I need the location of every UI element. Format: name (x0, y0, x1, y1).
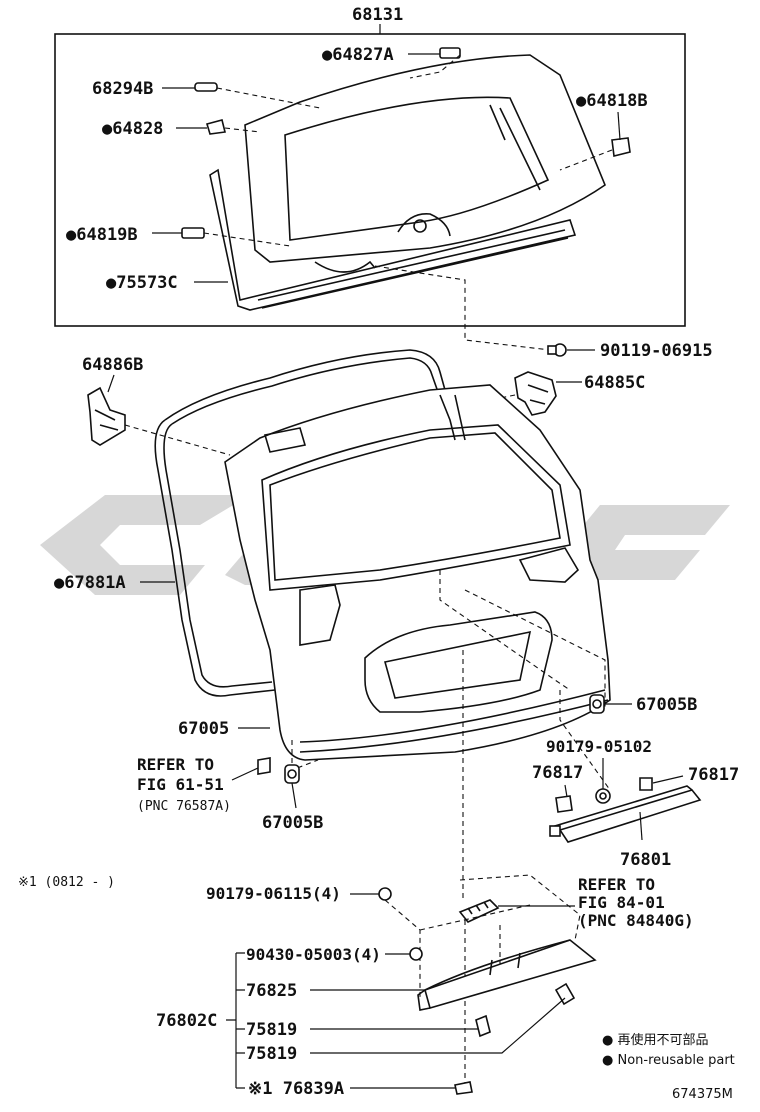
bolt-90119-06915 (547, 343, 567, 357)
glass-lower-strip (257, 229, 569, 309)
stopper-67005B-right (589, 694, 605, 714)
refer-61-51-line1: REFER TO (137, 755, 214, 774)
label-64886B: 64886B (82, 355, 143, 375)
label-76801: 76801 (620, 850, 671, 870)
label-90179-06115: 90179-06115(4) (206, 884, 341, 903)
clip-75819-a (475, 1014, 491, 1038)
label-67005B-left: 67005B (262, 813, 323, 833)
clip-76817-right (639, 777, 653, 791)
label-67881A: ●67881A (54, 573, 126, 593)
note-date-range: ※1 (0812 - ) (18, 875, 115, 890)
clip-64819B (181, 227, 205, 239)
grommet-90179-05102 (595, 788, 611, 804)
license-lamp-84840G (458, 899, 500, 923)
label-67005B-right: 67005B (636, 695, 697, 715)
hinge-64885C (514, 371, 557, 416)
clip-64827A (439, 47, 461, 59)
label-76802C: 76802C (156, 1011, 217, 1031)
clip-64828 (205, 119, 226, 135)
label-68294B: 68294B (92, 79, 153, 99)
drawing-number: 674375M (672, 1087, 733, 1102)
label-76825: 76825 (246, 981, 297, 1001)
stopper-67005B-left (284, 764, 300, 784)
label-76817-left: 76817 (532, 763, 583, 783)
refer-84-01-line1: REFER TO (578, 875, 655, 894)
label-75573C: ●75573C (106, 273, 178, 293)
glass-assembly-frame (54, 33, 686, 327)
label-64828: ●64828 (102, 119, 163, 139)
label-64885C: 64885C (584, 373, 645, 393)
label-76839A: ※1 76839A (248, 1079, 344, 1099)
clip-68294B (194, 82, 218, 92)
label-90430-05003: 90430-05003(4) (246, 945, 381, 964)
legend-non-reusable-en: ● Non-reusable part (602, 1053, 735, 1068)
label-90119-06915: 90119-06915 (600, 341, 713, 361)
glass-wire (314, 260, 376, 273)
back-door-glass (244, 54, 606, 263)
refer-84-01-line2: FIG 84-01 (578, 893, 665, 912)
label-90179-05102: 90179-05102 (546, 737, 652, 756)
clip-76839A (454, 1081, 473, 1095)
clip-76817-left (555, 795, 573, 813)
label-64818B: ●64818B (576, 91, 648, 111)
garnish-76825 (417, 939, 597, 1011)
grommet-90430-05003 (409, 947, 423, 961)
label-67005: 67005 (178, 719, 229, 739)
clip-64818B (611, 137, 631, 157)
label-64827A: ●64827A (322, 45, 394, 65)
back-door-panel-67005 (224, 384, 611, 761)
stop-lamp-76801 (549, 785, 702, 843)
clip-75819-b (554, 982, 576, 1006)
glass-molding-strip (209, 168, 577, 311)
legend-non-reusable-jp: ● 再使用不可部品 (602, 1032, 708, 1048)
label-64819B: ●64819B (66, 225, 138, 245)
weather-strip-67881A (154, 349, 446, 697)
cover-76587A (257, 757, 271, 775)
grommet-90179-06115 (378, 887, 392, 901)
label-76817-right: 76817 (688, 765, 739, 785)
label-75819-a: 75819 (246, 1020, 297, 1040)
refer-61-51-line2: FIG 61-51 (137, 775, 224, 794)
label-75819-b: 75819 (246, 1044, 297, 1064)
refer-84-01-line3: (PNC 84840G) (578, 911, 694, 930)
refer-61-51-line3: (PNC 76587A) (137, 799, 231, 814)
label-68131: 68131 (352, 5, 403, 25)
